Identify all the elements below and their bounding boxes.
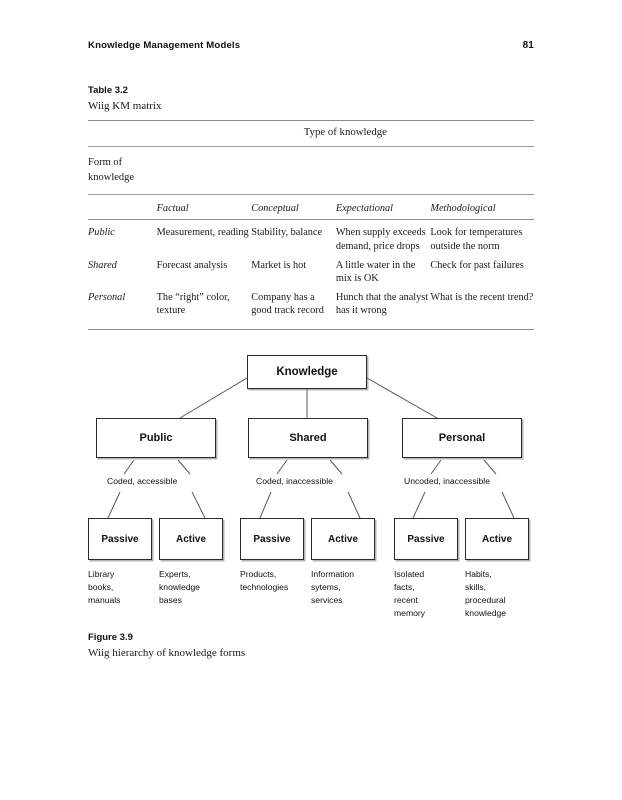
column-header-factual: Factual	[156, 203, 189, 215]
edge-personal-right-upper	[483, 459, 497, 475]
edge-public-right-lower	[191, 491, 206, 519]
leaf-text-shared-active: Information sytems, services	[311, 569, 354, 605]
row-label-public: Public	[88, 227, 115, 239]
running-head-title: Knowledge Management Models	[88, 40, 241, 51]
cell-shared-methodological: Check for past failures	[430, 259, 524, 271]
table-spanner-row: Type of knowledge	[88, 121, 534, 146]
node-shared-active[interactable]: Active	[311, 518, 375, 560]
row-label-shared: Shared	[88, 259, 117, 271]
leaf-text-personal-active: Habits, skills, procedural knowledge	[465, 569, 507, 618]
edge-label-shared: Coded, inaccessible	[256, 476, 333, 486]
node-shared[interactable]: Shared	[248, 418, 368, 458]
node-shared-active-label: Active	[327, 533, 358, 545]
cell-shared-factual: Forecast analysis	[156, 259, 228, 271]
stub-header-line2: knowledge	[88, 172, 135, 184]
node-shared-passive[interactable]: Passive	[240, 518, 304, 560]
node-personal-passive-label: Passive	[407, 533, 445, 545]
edge-shared-left-upper	[276, 459, 288, 475]
node-public-label: Public	[139, 432, 173, 444]
edge-public-left-lower	[107, 491, 121, 519]
table-caption-title: Wiig KM matrix	[88, 100, 162, 112]
cell-public-expectational: When supply exceeds demand, price drops	[335, 227, 426, 252]
figure-caption-label: Figure 3.9	[88, 632, 133, 643]
edge-public-left-upper	[123, 459, 135, 475]
table-body-spacer	[88, 317, 534, 329]
edge-personal-left-upper	[430, 459, 442, 475]
table-rule-under-spanner	[88, 145, 534, 147]
column-header-expectational: Expectational	[335, 203, 393, 215]
table-rule-top	[88, 120, 534, 121]
edge-label-personal: Uncoded, inaccessible	[404, 476, 490, 486]
running-head: Knowledge Management Models 81	[88, 40, 534, 51]
leaf-text-public-passive: Library books, manuals	[88, 569, 121, 605]
node-public[interactable]: Public	[96, 418, 216, 458]
rule-line	[88, 145, 534, 147]
table-row: Public Measurement, reading Stability, b…	[88, 220, 534, 252]
cell-public-conceptual: Stability, balance	[251, 227, 323, 239]
row-label-personal: Personal	[88, 292, 126, 304]
edge-personal-right-lower	[501, 491, 515, 519]
table-column-header-row: Factual Conceptual Expectational Methodo…	[88, 195, 534, 219]
table-stub-header-row: Form of knowledge	[88, 147, 534, 194]
cell-personal-methodological: What is the recent trend?	[430, 292, 534, 304]
rule-line	[88, 329, 534, 331]
edge-root-public	[179, 377, 248, 419]
leaf-text-shared-passive: Products, technologies	[240, 569, 289, 592]
rule-line	[88, 219, 534, 221]
stub-header-line1: Form of	[88, 156, 123, 168]
table-rule-bottom	[88, 329, 534, 331]
edge-shared-right-upper	[329, 459, 343, 475]
cell-shared-expectational: A little water in the mix is OK	[335, 259, 416, 284]
stub-header: Form of knowledge	[88, 147, 534, 194]
rule-line	[88, 120, 534, 121]
column-header-conceptual: Conceptual	[251, 203, 299, 215]
table-rule-under-columns	[88, 219, 534, 221]
node-personal-label: Personal	[438, 432, 486, 444]
node-personal-active[interactable]: Active	[465, 518, 529, 560]
node-public-passive[interactable]: Passive	[88, 518, 152, 560]
figure-caption: Figure 3.9 Wiig hierarchy of knowledge f…	[88, 632, 534, 659]
diagram-connectors	[107, 377, 515, 519]
node-personal-passive[interactable]: Passive	[394, 518, 458, 560]
column-header-methodological: Methodological	[430, 203, 496, 215]
table-row: Shared Forecast analysis Market is hot A…	[88, 253, 534, 285]
figure-caption-title: Wiig hierarchy of knowledge forms	[88, 647, 246, 659]
cell-personal-expectational: Hunch that the analyst has it wrong	[335, 292, 429, 317]
node-knowledge-label: Knowledge	[276, 366, 338, 378]
edge-public-right-upper	[177, 459, 191, 475]
wiig-hierarchy-diagram: Knowledge Public Shared Personal Coded, …	[0, 340, 622, 630]
node-knowledge[interactable]: Knowledge	[247, 355, 367, 389]
edge-label-public: Coded, accessible	[107, 476, 178, 486]
edge-shared-right-lower	[347, 491, 361, 519]
wiig-km-matrix-table: Type of knowledge Form of knowledge Fact…	[88, 120, 534, 331]
cell-public-methodological: Look for temperatures outside the norm	[430, 227, 523, 252]
rule-line	[88, 194, 534, 196]
cell-shared-conceptual: Market is hot	[251, 259, 307, 271]
node-personal-active-label: Active	[481, 533, 512, 545]
node-shared-label: Shared	[289, 432, 327, 444]
table-rule-under-stub	[88, 194, 534, 196]
page-number: 81	[522, 40, 534, 51]
node-public-active[interactable]: Active	[159, 518, 223, 560]
node-public-passive-label: Passive	[101, 533, 139, 545]
leaf-text-public-active: Experts, knowledge bases	[159, 569, 201, 605]
leaf-text-personal-passive: Isolated facts, recent memory	[394, 569, 426, 618]
table-caption-label: Table 3.2	[88, 85, 128, 96]
node-personal[interactable]: Personal	[402, 418, 522, 458]
spanner-header: Type of knowledge	[303, 126, 387, 138]
cell-personal-factual: The “right” color, texture	[156, 292, 230, 317]
edge-root-personal	[366, 377, 438, 419]
node-public-active-label: Active	[175, 533, 206, 545]
table-caption: Table 3.2 Wiig KM matrix	[88, 85, 534, 112]
edge-shared-left-lower	[259, 491, 272, 519]
table-row: Personal The “right” color, texture Comp…	[88, 285, 534, 317]
edge-personal-left-lower	[412, 491, 426, 519]
cell-personal-conceptual: Company has a good track record	[251, 292, 324, 317]
cell-public-factual: Measurement, reading	[156, 227, 249, 239]
node-shared-passive-label: Passive	[253, 533, 291, 545]
